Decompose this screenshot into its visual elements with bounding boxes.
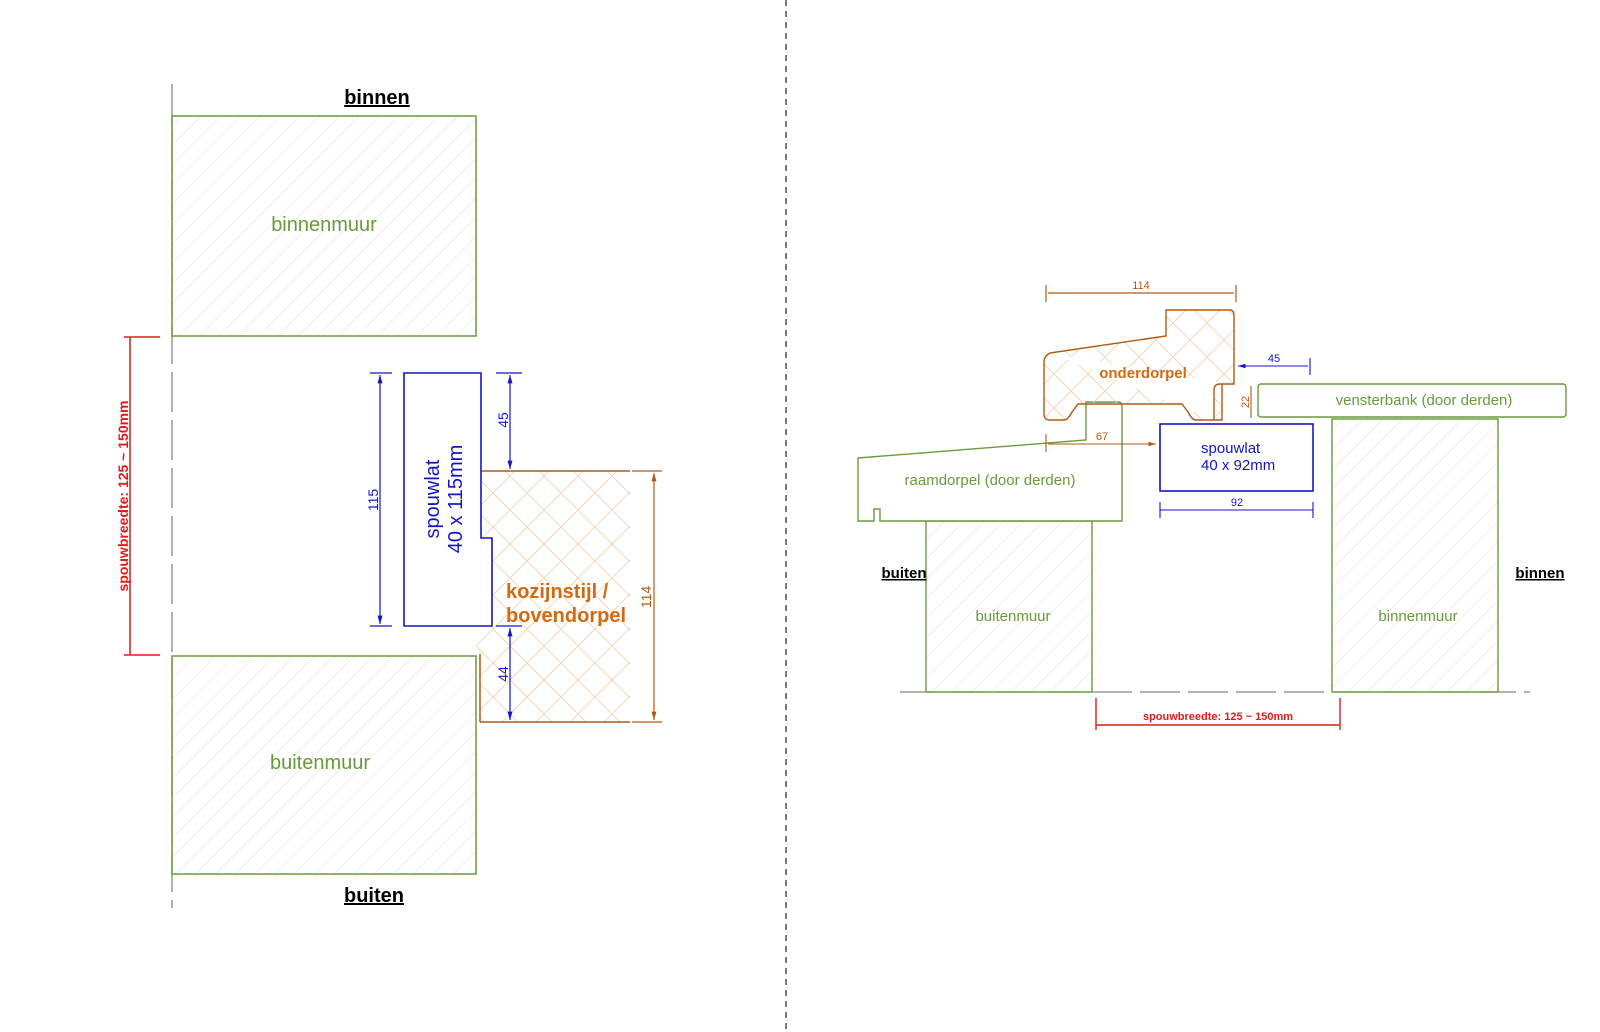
left-outer-wall-label: buitenmuur bbox=[270, 752, 370, 774]
left-cavity-dim-label: spouwbreedte: 125 ~ 150mm bbox=[115, 400, 131, 591]
left-outer-wall bbox=[171, 655, 477, 875]
right-batten-size: 40 x 92mm bbox=[1201, 457, 1275, 474]
left-batten bbox=[403, 372, 493, 627]
left-label-inside: binnen bbox=[344, 87, 410, 109]
right-outer-sill-label: raamdorpel (door derden) bbox=[905, 472, 1076, 489]
right-outer-wall bbox=[925, 520, 1093, 693]
right-batten bbox=[1159, 423, 1314, 492]
right-outer-wall-label: buitenmuur bbox=[975, 608, 1050, 625]
right-batten-name: spouwlat bbox=[1201, 440, 1261, 457]
left-batten-name: spouwlat bbox=[422, 459, 444, 538]
left-batten-dim-label: 115 bbox=[365, 489, 381, 512]
left-section-view: binnenmuur buitenmuur binnen buiten spou… bbox=[115, 84, 662, 908]
right-inner-wall bbox=[1331, 418, 1499, 693]
left-frame-label-1: kozijnstijl / bbox=[506, 581, 609, 603]
right-outer-offset-label: 67 bbox=[1096, 431, 1108, 443]
right-window-board-label: vensterbank (door derden) bbox=[1336, 392, 1513, 409]
right-window-board bbox=[1257, 383, 1567, 418]
left-inner-wall-label: binnenmuur bbox=[271, 214, 377, 236]
left-frame-outline bbox=[479, 470, 630, 723]
right-board-gap-label: 22 bbox=[1240, 396, 1252, 408]
left-inner-wall bbox=[171, 115, 477, 337]
right-inner-offset-label: 45 bbox=[1268, 353, 1280, 365]
right-inner-wall-label: binnenmuur bbox=[1378, 608, 1457, 625]
right-outer-sill bbox=[857, 401, 1123, 522]
right-sill-depth-label: 114 bbox=[1132, 280, 1150, 292]
right-batten-width-label: 92 bbox=[1231, 497, 1243, 509]
left-frame-profile bbox=[476, 471, 630, 722]
right-sill-label: onderdorpel bbox=[1099, 365, 1187, 382]
right-section-view: buitenmuur binnenmuur vensterbank (door … bbox=[857, 280, 1567, 730]
left-batten-size: 40 x 115mm bbox=[445, 445, 467, 554]
right-label-inside: binnen bbox=[1515, 565, 1564, 582]
left-frame-dim-label: 114 bbox=[638, 586, 654, 609]
left-bottom-offset-label: 44 bbox=[495, 666, 511, 682]
left-top-offset-label: 45 bbox=[495, 412, 511, 428]
right-cavity-dim-label: spouwbreedte: 125 ~ 150mm bbox=[1143, 711, 1293, 723]
right-label-outside: buiten bbox=[882, 565, 927, 582]
left-frame-label-2: bovendorpel bbox=[506, 605, 626, 627]
right-sill-profile bbox=[1043, 309, 1235, 421]
left-label-outside: buiten bbox=[344, 885, 404, 907]
